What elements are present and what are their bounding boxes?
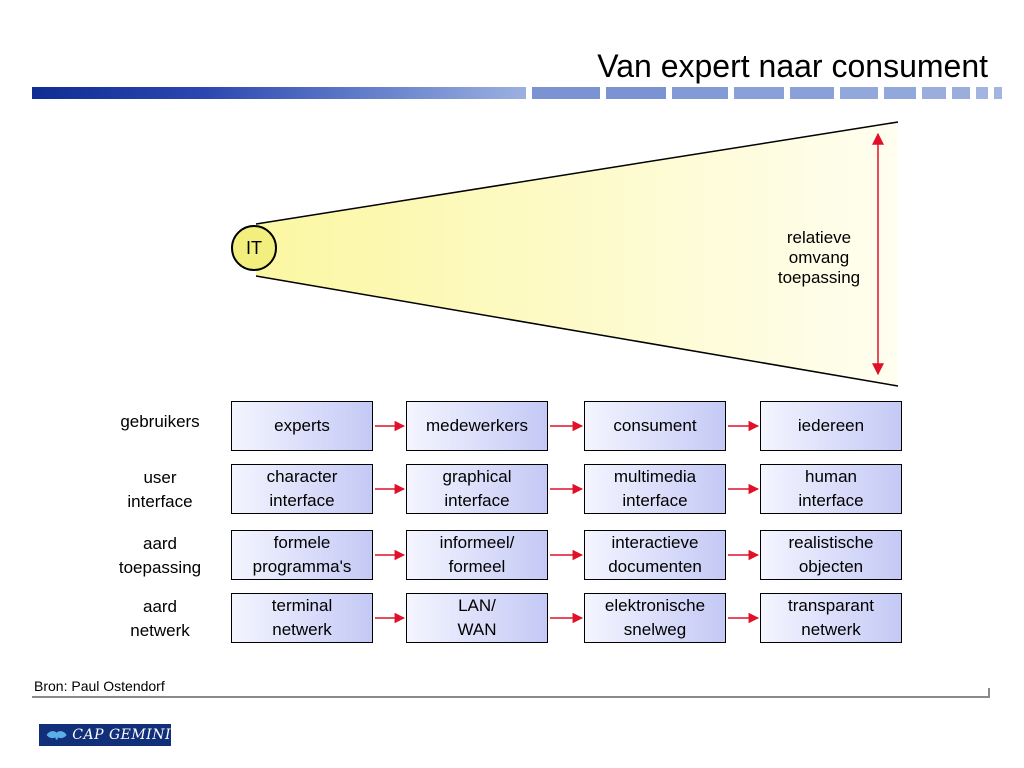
funnel-top-edge	[255, 121, 899, 225]
stage-box: multimedia interface	[584, 464, 726, 514]
it-label: IT	[246, 237, 262, 258]
title-bar-segment	[884, 87, 916, 99]
stage-box: formele programma's	[231, 530, 373, 580]
title-bar-segment	[922, 87, 946, 99]
stage-box: elektronische snelweg	[584, 593, 726, 643]
footer-divider	[32, 696, 990, 698]
stage-box: informeel/ formeel	[406, 530, 548, 580]
stage-box: transparant netwerk	[760, 593, 902, 643]
funnel-bottom-edge	[255, 275, 899, 387]
title-bar-gradient	[32, 87, 526, 99]
title-bar-segment	[672, 87, 728, 99]
stage-box: realistische objecten	[760, 530, 902, 580]
row-label: gebruikers	[120, 412, 200, 431]
logo-wordmark: CAP GEMINI	[72, 727, 171, 743]
source-credit: Bron: Paul Ostendorf	[34, 678, 165, 694]
title-bar-segment	[606, 87, 666, 99]
stage-box: interactieve documenten	[584, 530, 726, 580]
stage-box: terminal netwerk	[231, 593, 373, 643]
stage-box: character interface	[231, 464, 373, 514]
title-bar-segment	[532, 87, 600, 99]
footer-divider-tick	[988, 688, 990, 698]
title-bar-segment	[734, 87, 784, 99]
stage-box: iedereen	[760, 401, 902, 451]
stage-box: LAN/ WAN	[406, 593, 548, 643]
spade-logo-icon	[46, 731, 67, 740]
title-underline-bar	[32, 87, 1002, 99]
slide-title: Van expert naar consument	[597, 48, 988, 84]
stage-box: medewerkers	[406, 401, 548, 451]
row-label: aard netwerk	[130, 597, 190, 640]
title-bar-segment	[790, 87, 834, 99]
title-bar-segment	[840, 87, 878, 99]
title-bar-segment	[976, 87, 988, 99]
title-bar-segment	[994, 87, 1002, 99]
row-label: user interface	[127, 468, 193, 511]
stage-box: human interface	[760, 464, 902, 514]
stage-box: graphical interface	[406, 464, 548, 514]
title-bar-segment	[952, 87, 970, 99]
scope-label: relatieve omvang toepassing	[777, 228, 861, 287]
stage-box: experts	[231, 401, 373, 451]
cap-gemini-logo: CAP GEMINI	[39, 724, 171, 746]
stage-box: consument	[584, 401, 726, 451]
row-label: aard toepassing	[118, 534, 202, 577]
it-origin-circle: IT	[231, 225, 277, 271]
